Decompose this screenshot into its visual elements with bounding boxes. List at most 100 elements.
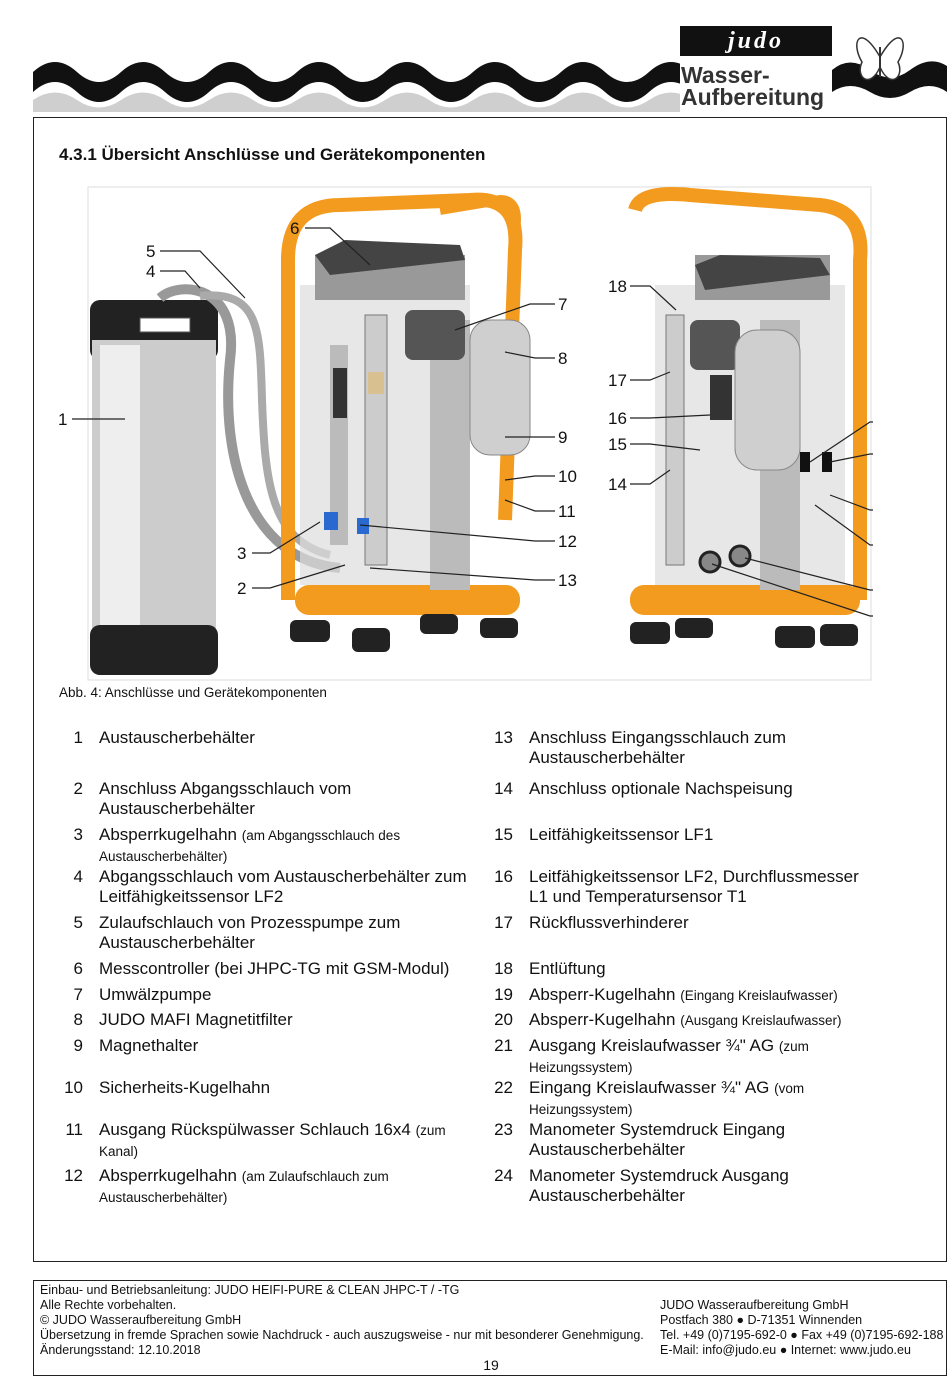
legend-number: 4 <box>73 867 83 886</box>
callout-14: 14 <box>608 475 627 494</box>
callout-3: 3 <box>237 544 246 563</box>
legend-label: Ausgang Rückspülwasser Schlauch 16x4 <box>99 1120 411 1139</box>
legend-text: Absperrkugelhahn (am Zulaufschlauch zum … <box>99 1166 469 1208</box>
callout-16: 16 <box>608 409 627 428</box>
legend-number: 5 <box>73 913 83 932</box>
callout-labels: 1 2 3 4 5 6 7 8 9 10 11 12 13 14 15 16 1… <box>59 219 627 598</box>
callout-11: 11 <box>558 502 576 521</box>
legend-number: 2 <box>73 779 83 798</box>
butterfly-icon <box>856 37 904 81</box>
legend-text: Messcontroller (bei JHPC-TG mit GSM-Modu… <box>99 959 469 979</box>
footer-translation-note: Übersetzung in fremde Sprachen sowie Nac… <box>40 1328 644 1342</box>
footer-revision: Änderungsstand: 12.10.2018 <box>40 1343 201 1357</box>
legend-number: 19 <box>494 985 513 1004</box>
legend-number: 24 <box>494 1166 513 1185</box>
legend-text: Rückflussverhinderer <box>529 913 879 933</box>
legend-label: Rückflussverhinderer <box>529 913 689 932</box>
legend-label: Absperr-Kugelhahn <box>529 1010 676 1029</box>
legend-note: (vom Heizungssystem) <box>529 1081 805 1117</box>
judo-logo: judo <box>680 26 832 56</box>
legend-label: Entlüftung <box>529 959 606 978</box>
callout-15: 15 <box>608 435 627 454</box>
legend-text: Manometer Systemdruck Ausgang Austausche… <box>529 1166 879 1206</box>
legend-number: 14 <box>494 779 513 798</box>
callout-12: 12 <box>558 532 577 551</box>
legend-number: 20 <box>494 1010 513 1029</box>
callout-6: 6 <box>290 219 299 238</box>
footer-address: Postfach 380 ● D-71351 Winnenden <box>660 1313 863 1327</box>
legend-text: Anschluss optionale Nachspeisung <box>529 779 879 799</box>
legend-label: Umwälzpumpe <box>99 985 212 1004</box>
legend-label: Eingang Kreislaufwasser ¾" AG <box>529 1078 770 1097</box>
legend-label: Ausgang Kreislaufwasser ¾" AG <box>529 1036 775 1055</box>
legend-number: 13 <box>494 728 513 747</box>
legend-text: Anschluss Abgangsschlauch vom Austausche… <box>99 779 469 819</box>
brand-line-2: Aufbereitung <box>681 84 825 110</box>
legend-label: Absperr-Kugelhahn <box>529 985 676 1004</box>
page-number: 19 <box>483 1357 499 1373</box>
legend-text: Absperr-Kugelhahn (Eingang Kreislaufwass… <box>529 985 879 1006</box>
brand-line-1: Wasser- <box>681 62 770 88</box>
legend-text: Abgangsschlauch vom Austauscherbehälter … <box>99 867 469 907</box>
brand-text: Wasser- Aufbereitung <box>681 62 825 110</box>
legend-text: Absperr-Kugelhahn (Ausgang Kreislaufwass… <box>529 1010 879 1031</box>
component-illustration: 1 2 3 4 5 6 7 8 9 10 11 12 13 14 15 16 1… <box>59 186 873 681</box>
legend-number: 9 <box>73 1036 83 1055</box>
figure-caption: Abb. 4: Anschlüsse und Gerätekomponenten <box>59 685 327 700</box>
callout-8: 8 <box>558 349 567 368</box>
callout-18: 18 <box>608 277 627 296</box>
legend-number: 6 <box>73 959 83 978</box>
legend-text: Zulaufschlauch von Prozesspumpe zum Aust… <box>99 913 469 953</box>
legend-number: 16 <box>494 867 513 886</box>
legend-label: Manometer Systemdruck Ausgang Austausche… <box>529 1166 789 1205</box>
legend-label: Absperrkugelhahn <box>99 825 237 844</box>
legend-label: Zulaufschlauch von Prozesspumpe zum Aust… <box>99 913 401 952</box>
legend-label: Anschluss Eingangsschlauch zum Austausch… <box>529 728 787 767</box>
legend-text: Magnethalter <box>99 1036 469 1056</box>
legend-note: (Ausgang Kreislaufwasser) <box>680 1013 842 1028</box>
legend-text: Sicherheits-Kugelhahn <box>99 1078 469 1098</box>
legend-number: 10 <box>64 1078 83 1097</box>
footer-phone: Tel. +49 (0)7195-692-0 ● Fax +49 (0)7195… <box>660 1328 944 1342</box>
footer-doc-title: Einbau- und Betriebsanleitung: JUDO HEIF… <box>40 1283 460 1297</box>
footer-company: JUDO Wasseraufbereitung GmbH <box>660 1298 849 1312</box>
callout-13: 13 <box>558 571 577 590</box>
legend-label: Sicherheits-Kugelhahn <box>99 1078 271 1097</box>
legend-label: Anschluss Abgangsschlauch vom Austausche… <box>99 779 352 818</box>
page-header: judo Wasser- Aufbereitung <box>0 0 950 115</box>
legend-number: 1 <box>73 728 83 747</box>
legend-number: 15 <box>494 825 513 844</box>
legend-text: Entlüftung <box>529 959 879 979</box>
callout-10: 10 <box>558 467 577 486</box>
legend-number: 11 <box>65 1120 83 1139</box>
callout-7: 7 <box>558 295 567 314</box>
legend-note: (Eingang Kreislaufwasser) <box>680 988 838 1003</box>
exchanger-tank <box>90 300 218 675</box>
legend-note: (zum Heizungssystem) <box>529 1039 809 1075</box>
footer-copyright: © JUDO Wasseraufbereitung GmbH <box>40 1313 242 1327</box>
legend-number: 21 <box>494 1036 513 1055</box>
legend-label: Messcontroller (bei JHPC-TG mit GSM-Modu… <box>99 959 450 978</box>
legend-number: 23 <box>494 1120 513 1139</box>
legend-note: (am Zulaufschlauch zum Austauscherbehält… <box>99 1169 389 1205</box>
footer-left: Einbau- und Betriebsanleitung: JUDO HEIF… <box>40 1283 644 1358</box>
legend-label: JUDO MAFI Magnetitfilter <box>99 1010 293 1029</box>
legend-label: Leitfähigkeitssensor LF2, Durchflussmess… <box>529 867 859 906</box>
legend-label: Leitfähigkeitssensor LF1 <box>529 825 714 844</box>
callout-5: 5 <box>146 242 155 261</box>
leader-lines <box>72 227 873 617</box>
legend-label: Manometer Systemdruck Eingang Austausche… <box>529 1120 786 1159</box>
left-unit <box>281 192 531 652</box>
legend-text: Ausgang Kreislaufwasser ¾" AG (zum Heizu… <box>529 1036 879 1078</box>
footer-rights: Alle Rechte vorbehalten. <box>40 1298 177 1312</box>
callout-1: 1 <box>59 410 67 429</box>
legend-label: Abgangsschlauch vom Austauscherbehälter … <box>99 867 467 906</box>
legend-text: Leitfähigkeitssensor LF1 <box>529 825 879 845</box>
section-title: 4.3.1 Übersicht Anschlüsse und Gerätekom… <box>59 145 486 164</box>
legend-text: Umwälzpumpe <box>99 985 469 1005</box>
legend-text: Leitfähigkeitssensor LF2, Durchflussmess… <box>529 867 879 907</box>
legend-label: Magnethalter <box>99 1036 199 1055</box>
callout-4: 4 <box>146 262 155 281</box>
legend-number: 12 <box>64 1166 83 1185</box>
callout-9: 9 <box>558 428 567 447</box>
